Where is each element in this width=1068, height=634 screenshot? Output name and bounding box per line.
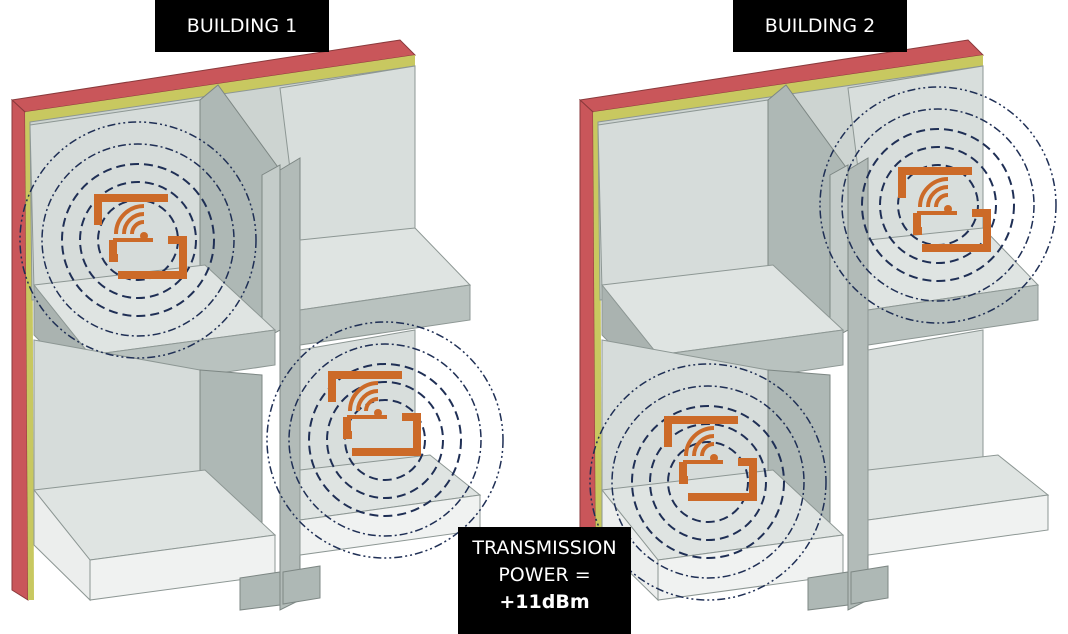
building-1-label: BUILDING 1 xyxy=(155,0,329,52)
power-label: POWER = xyxy=(498,564,591,586)
building-2 xyxy=(579,39,1049,611)
transmission-label: TRANSMISSION xyxy=(472,537,617,559)
transmission-power-box: TRANSMISSION POWER = +11dBm xyxy=(458,527,631,634)
power-value: +11dBm xyxy=(499,591,590,613)
building-1 xyxy=(11,39,481,611)
building-2-label: BUILDING 2 xyxy=(733,0,907,52)
